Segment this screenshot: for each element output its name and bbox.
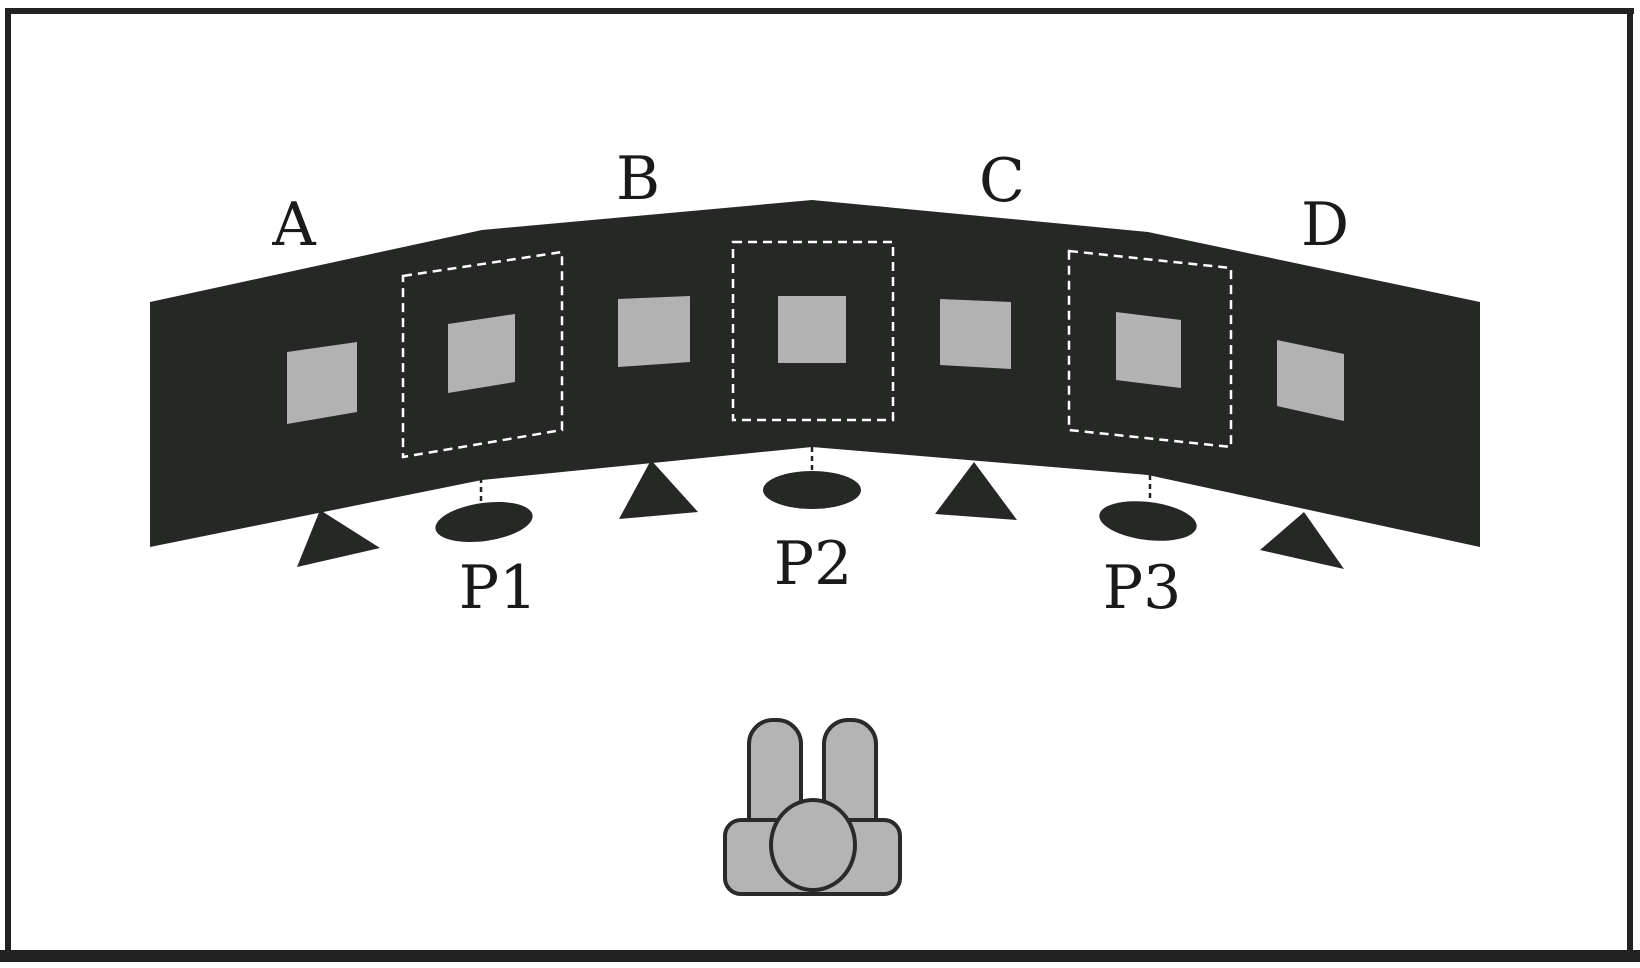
projector-connectors [479,447,1152,505]
projection-region-p2 [731,240,895,422]
projection-regions [401,240,1233,459]
screen-label-d: D [1301,190,1349,260]
display-panel [448,314,515,393]
display-panel [618,296,690,367]
display-panel [778,296,846,363]
triangle-camera-icon [935,462,1017,520]
observer-head [769,798,857,892]
display-panel [1116,312,1181,388]
projectors [435,471,1197,543]
display-panels [287,296,1344,424]
cameras [297,460,1344,569]
ellipse-projector-icon [435,501,533,543]
triangle-camera-icon [619,460,698,519]
triangle-camera-icon [297,510,380,567]
room-frame [0,8,1640,962]
ellipse-projector-icon [763,471,861,509]
projector-label-p2: P2 [774,529,853,599]
triangle-camera-icon [1260,512,1344,569]
display-panel [940,299,1011,369]
display-panel [287,342,357,424]
display-panel [1277,340,1344,421]
projection-region-p1 [401,250,564,459]
projection-region-p3 [1067,249,1233,449]
screen-label-c: C [979,146,1025,216]
screen-label-b: B [616,144,660,214]
ellipse-projector-icon [1099,501,1197,541]
projector-label-p3: P3 [1103,553,1182,623]
screen-label-a: A [271,190,316,260]
projector-label-p1: P1 [459,553,538,623]
seated-observer-icon [723,718,902,896]
curved-screen-wall [150,200,1480,547]
